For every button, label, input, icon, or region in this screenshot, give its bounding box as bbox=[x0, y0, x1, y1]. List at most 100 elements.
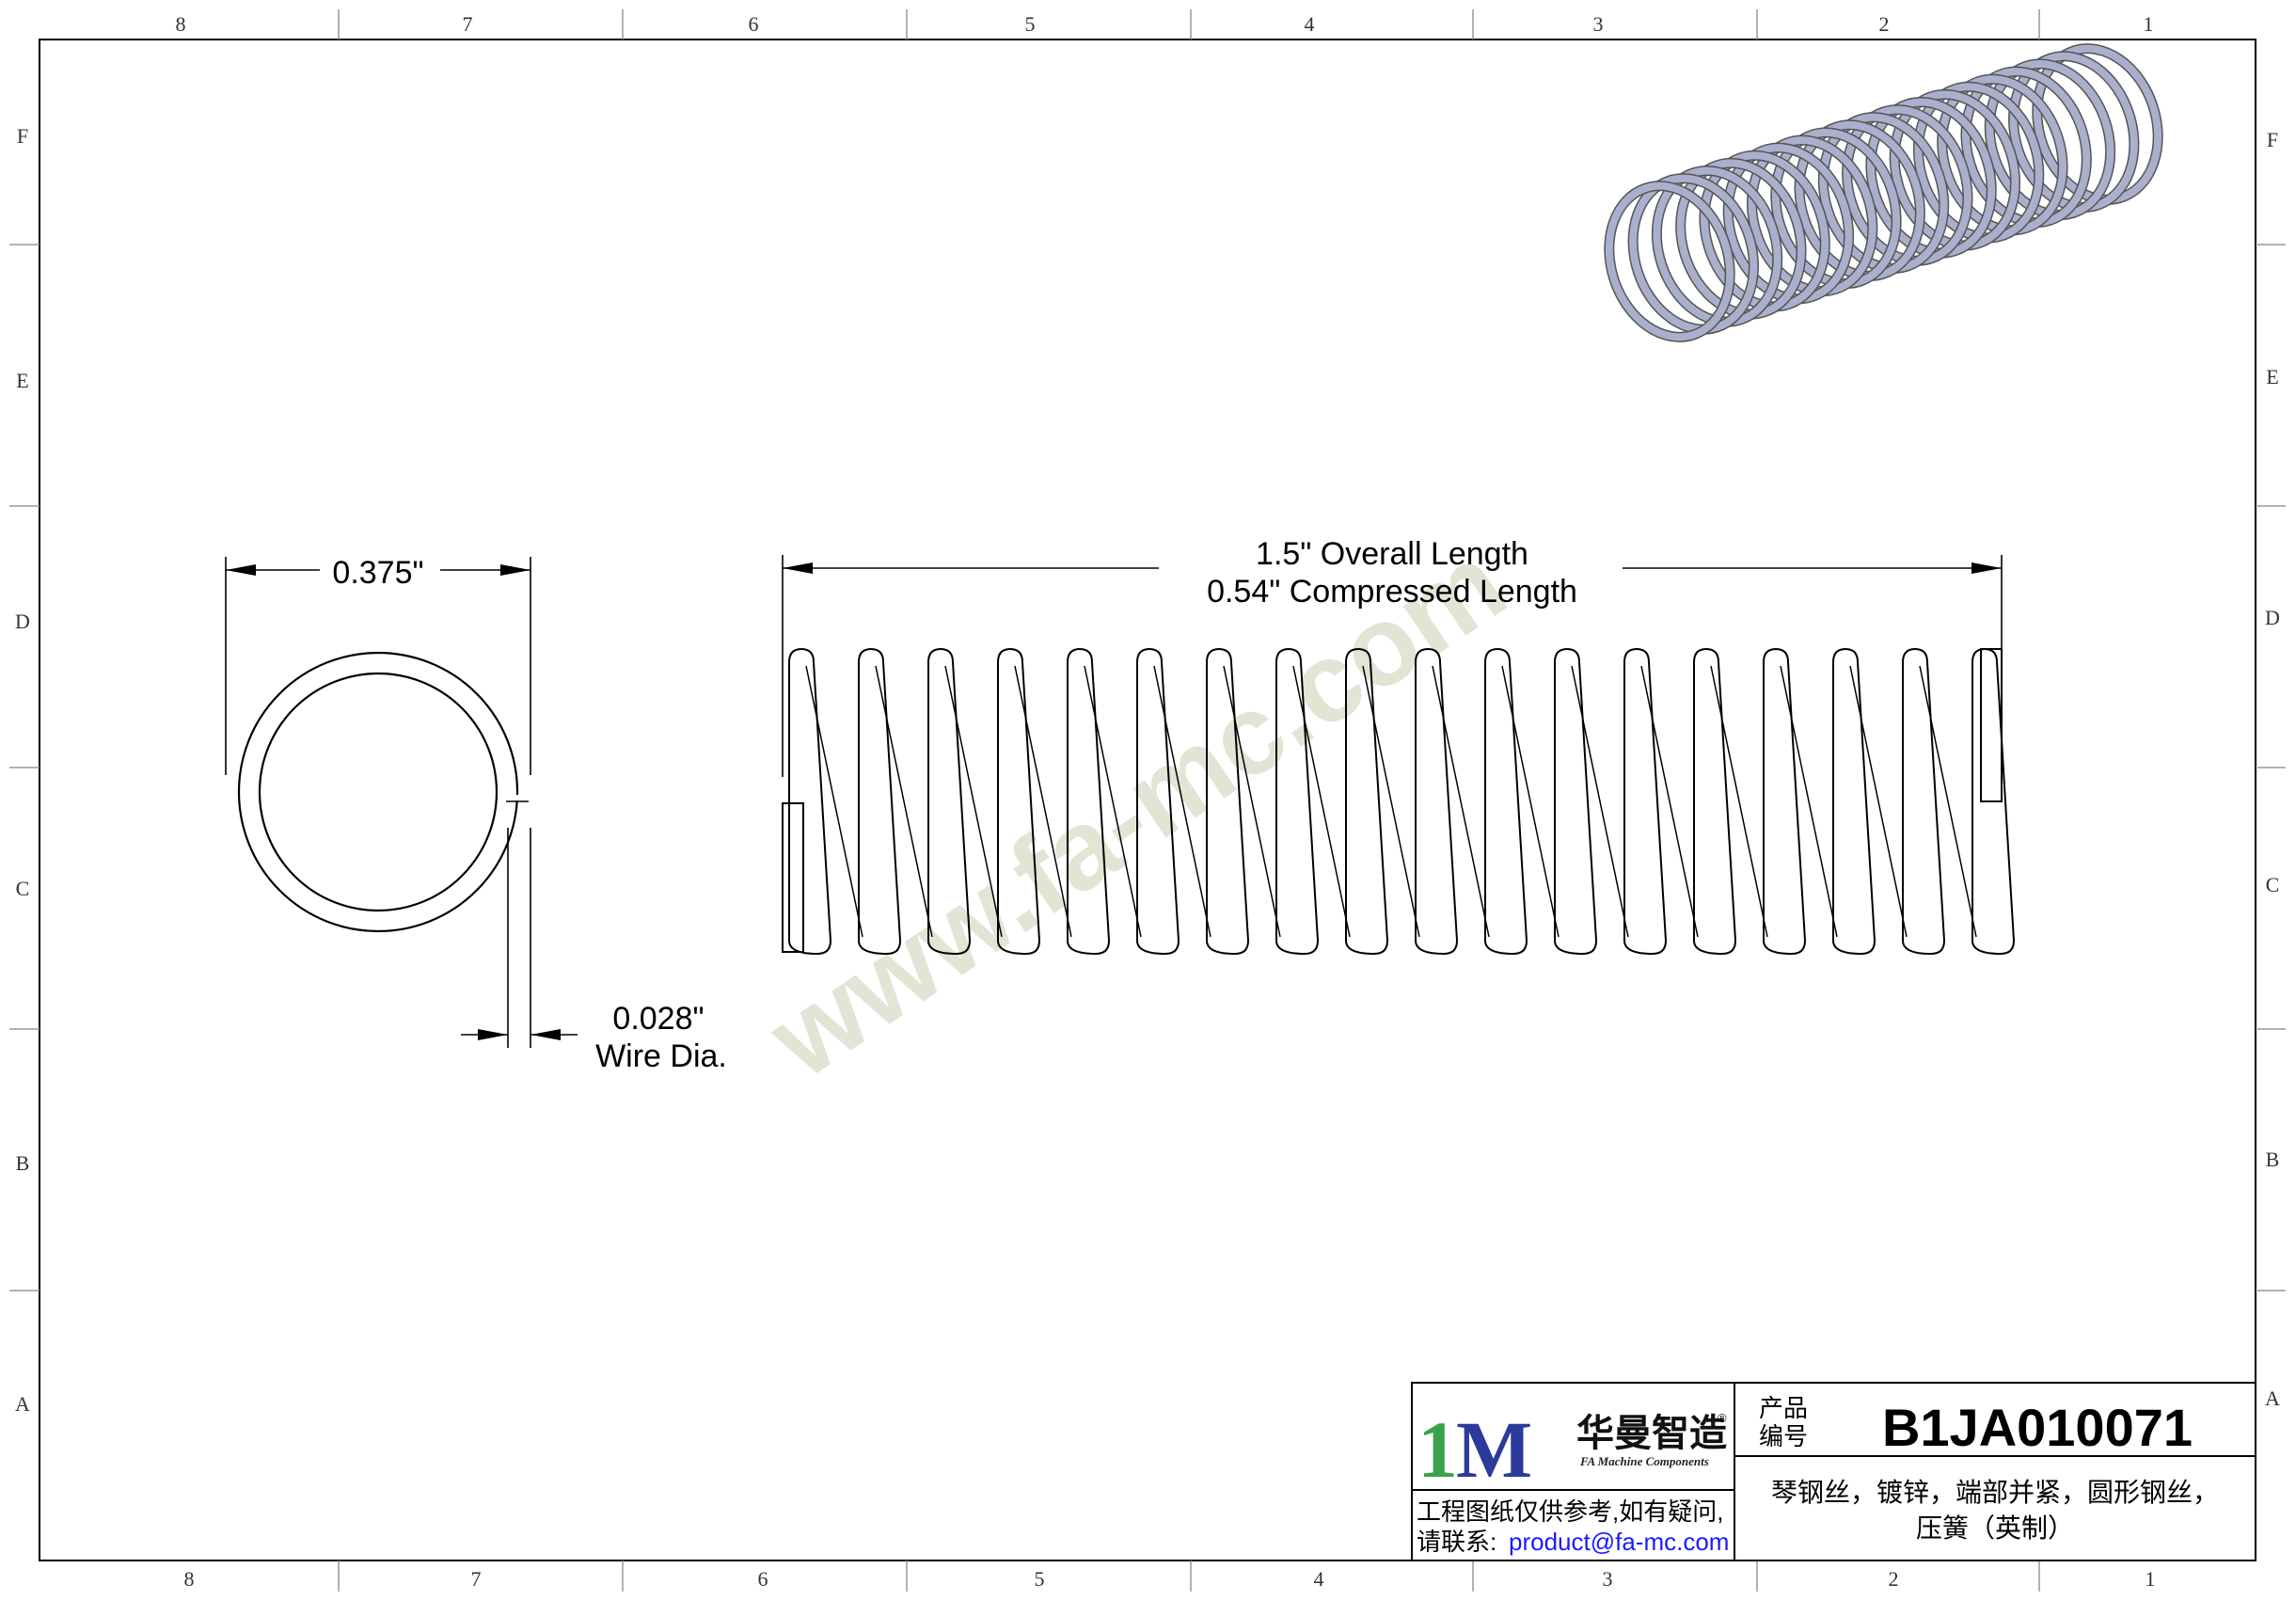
zone-row-label: A bbox=[2265, 1386, 2280, 1410]
iso-coil bbox=[1771, 128, 1901, 288]
wifi-icon bbox=[1524, 1456, 1542, 1474]
spring-back-wire bbox=[944, 665, 1003, 938]
iso-coil bbox=[1724, 144, 1853, 303]
spring-back-wire bbox=[1919, 665, 1977, 938]
disclaimer-line2: 请联系: bbox=[1417, 1528, 1496, 1556]
zone-row-label: D bbox=[15, 610, 30, 633]
spring-back-wire bbox=[1292, 665, 1351, 938]
zone-col-label: 4 bbox=[1314, 1567, 1324, 1591]
spring-coil bbox=[1554, 647, 1598, 956]
zone-row-label: F bbox=[2267, 128, 2278, 151]
description-line2: 压簧（英制） bbox=[1916, 1513, 2074, 1543]
zone-col-label: 6 bbox=[758, 1567, 768, 1591]
zone-col-label: 7 bbox=[471, 1567, 482, 1591]
iso-coil bbox=[1938, 75, 2067, 234]
iso-coil bbox=[1866, 98, 1996, 258]
zone-col-label: 2 bbox=[1889, 1567, 1899, 1591]
zone-col-label: 1 bbox=[2144, 12, 2154, 36]
zone-col-label: 4 bbox=[1305, 12, 1315, 36]
zone-row-label: B bbox=[2266, 1148, 2280, 1171]
company-name-en: FA Machine Components bbox=[1579, 1454, 1709, 1468]
spring-back-wire bbox=[1153, 665, 1211, 938]
spring-back-wire bbox=[1432, 665, 1490, 938]
spring-back-wire bbox=[1640, 665, 1699, 938]
spring-end-right bbox=[1980, 648, 2003, 802]
zone-col-label: 2 bbox=[1879, 12, 1890, 36]
iso-coil bbox=[2009, 52, 2138, 212]
spring-coil bbox=[1484, 647, 1528, 956]
iso-coil bbox=[1914, 83, 2043, 242]
zone-col-label: 6 bbox=[749, 12, 759, 36]
zone-row-label: F bbox=[17, 124, 28, 148]
zone-col-label: 5 bbox=[1035, 1567, 1045, 1591]
spring-back-wire bbox=[1014, 665, 1072, 938]
zone-col-label: 7 bbox=[463, 12, 473, 36]
description-line1: 琴钢丝，镀锌，端部并紧，圆形钢丝， bbox=[1771, 1478, 2219, 1507]
logo-mark-one: 1 bbox=[1417, 1404, 1458, 1495]
zone-col-label: 5 bbox=[1025, 12, 1036, 36]
zone-row-label: C bbox=[16, 877, 30, 900]
spring-back-wire bbox=[1710, 665, 1768, 938]
contact-email[interactable]: product@fa-mc.com bbox=[1509, 1528, 1729, 1556]
iso-coil bbox=[1819, 113, 1948, 273]
zone-row-label: E bbox=[16, 369, 28, 392]
spring-coil bbox=[1971, 647, 2016, 956]
spring-end-view bbox=[237, 651, 529, 933]
iso-coil bbox=[1986, 59, 2114, 219]
zone-ticks bbox=[9, 9, 2286, 1592]
zone-labels-left: F E D C B A bbox=[15, 124, 30, 1416]
iso-coil bbox=[1676, 159, 1806, 318]
spring-coil bbox=[1693, 647, 1737, 956]
registered-mark: ® bbox=[1718, 1411, 1727, 1425]
overall-length-label: 1.5" Overall Length bbox=[1256, 536, 1528, 572]
zone-col-label: 3 bbox=[1603, 1567, 1613, 1591]
spring-back-wire bbox=[1780, 665, 1838, 938]
iso-coil bbox=[1629, 174, 1758, 334]
wire-dia-dimension bbox=[461, 828, 578, 1048]
spring-coil bbox=[1832, 647, 1876, 956]
iso-coil bbox=[1796, 120, 1924, 280]
zone-row-label: E bbox=[2266, 365, 2278, 388]
zone-labels-right: F E D C B A bbox=[2265, 128, 2280, 1410]
product-label-line1: 产品 bbox=[1759, 1394, 1808, 1422]
spring-coil bbox=[927, 647, 972, 956]
product-label-line2: 编号 bbox=[1759, 1422, 1808, 1450]
spring-side-view bbox=[782, 647, 2016, 956]
iso-coil bbox=[1605, 182, 1734, 341]
zone-row-label: B bbox=[16, 1151, 30, 1175]
zone-row-label: D bbox=[2265, 606, 2280, 629]
zone-col-label: 3 bbox=[1593, 12, 1604, 36]
zone-row-label: A bbox=[15, 1392, 30, 1416]
spring-coil bbox=[1275, 647, 1320, 956]
outer-diameter-dimension bbox=[225, 557, 531, 775]
spring-coil bbox=[1415, 647, 1459, 956]
zone-col-label: 8 bbox=[176, 12, 186, 36]
spring-coil bbox=[1345, 647, 1389, 956]
zone-row-label: C bbox=[2266, 873, 2280, 896]
wire-dia-value: 0.028" bbox=[612, 1001, 704, 1037]
iso-coil bbox=[1961, 68, 2091, 227]
zone-col-label: 1 bbox=[2146, 1567, 2156, 1591]
spring-back-wire bbox=[805, 665, 863, 938]
spring-coil bbox=[1623, 647, 1668, 956]
iso-coil bbox=[1700, 151, 1829, 310]
spring-coil bbox=[997, 647, 1041, 956]
company-logo: 1 M 华曼智造 ® FA Machine Components bbox=[1417, 1404, 1727, 1495]
spring-isometric-view bbox=[1604, 43, 2163, 342]
spring-coil bbox=[858, 647, 902, 956]
spring-back-wire bbox=[1223, 665, 1281, 938]
drawing-frame bbox=[39, 39, 2256, 1561]
spring-back-wire bbox=[1084, 665, 1142, 938]
spring-back-wire bbox=[1571, 665, 1629, 938]
wire-dia-label: Wire Dia. bbox=[595, 1038, 727, 1074]
spring-back-wire bbox=[875, 665, 933, 938]
iso-coil bbox=[1891, 90, 2019, 249]
spring-coil bbox=[1763, 647, 1807, 956]
company-name-cn: 华曼智造 bbox=[1576, 1412, 1727, 1455]
zone-labels-top: 8 7 6 5 4 3 2 1 bbox=[176, 12, 2154, 36]
disclaimer-line1: 工程图纸仅供参考,如有疑问, bbox=[1417, 1497, 1723, 1526]
iso-coil bbox=[1843, 105, 1971, 265]
iso-coil bbox=[1748, 136, 1876, 295]
zone-labels-bottom: 8 7 6 5 4 3 2 1 bbox=[184, 1567, 2156, 1591]
spring-coil bbox=[1136, 647, 1180, 956]
